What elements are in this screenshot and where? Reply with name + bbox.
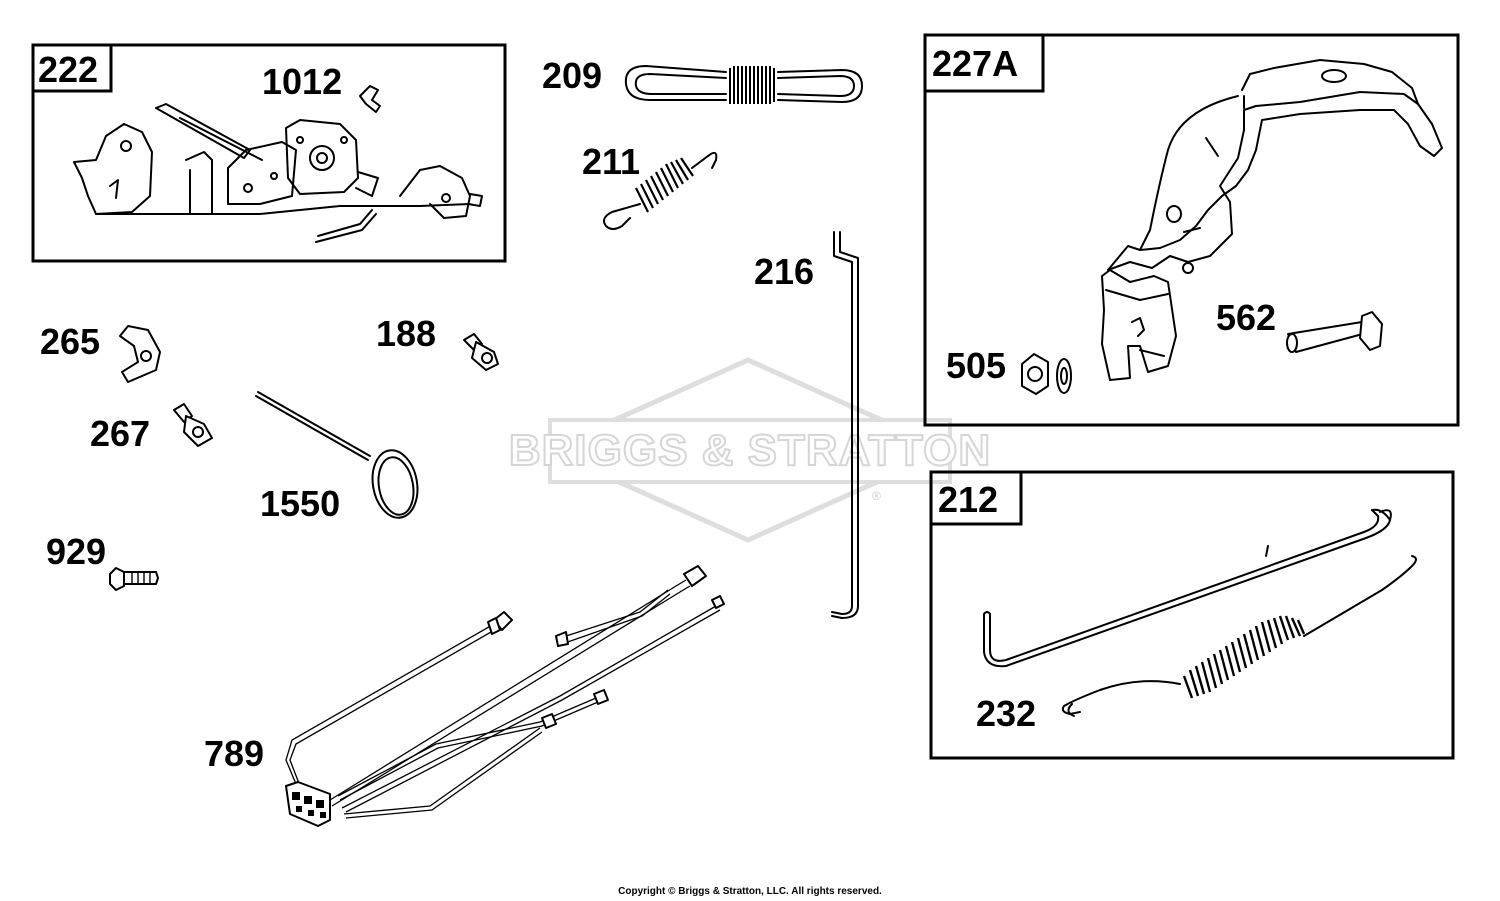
part-562-shoulder-bolt[interactable] xyxy=(1286,311,1383,353)
part-1550-wire-spring[interactable] xyxy=(255,391,423,521)
copyright-notice: Copyright © Briggs & Stratton, LLC. All … xyxy=(618,886,882,897)
box-part-212 xyxy=(929,470,1455,760)
watermark-registered-mark: ® xyxy=(872,489,881,503)
part-227a-control-bracket[interactable] xyxy=(1101,59,1443,381)
callout-267: 267 xyxy=(90,413,150,454)
box-part-227a xyxy=(923,33,1460,427)
watermark-text: BRIGGS & STRATTON xyxy=(509,426,991,475)
callout-929: 929 xyxy=(46,531,106,572)
part-188-screw[interactable] xyxy=(463,333,499,371)
brand-watermark: BRIGGS & STRATTON ® xyxy=(508,357,991,543)
part-505-nut-and-washer[interactable] xyxy=(1021,353,1072,395)
part-212-throttle-link[interactable] xyxy=(983,508,1392,668)
part-789-wiring-harness[interactable] xyxy=(285,565,725,827)
callout-209: 209 xyxy=(542,55,602,96)
box-part-222 xyxy=(31,43,507,263)
part-1012-clip[interactable] xyxy=(359,85,381,113)
callout-188: 188 xyxy=(376,313,436,354)
callout-227a: 227A xyxy=(932,43,1018,84)
callout-1550: 1550 xyxy=(260,483,340,524)
box-part-222-tag xyxy=(31,43,113,93)
part-232-spring[interactable] xyxy=(1061,555,1417,717)
callout-211: 211 xyxy=(582,141,640,182)
callout-265: 265 xyxy=(40,321,100,362)
part-267-screw[interactable] xyxy=(173,403,213,447)
callout-222: 222 xyxy=(38,49,98,90)
part-209-extension-spring[interactable] xyxy=(624,65,863,104)
callout-1012: 1012 xyxy=(262,61,342,102)
part-929-bolt[interactable] xyxy=(109,567,159,591)
part-211-extension-spring[interactable] xyxy=(603,151,718,230)
callout-212: 212 xyxy=(938,479,998,520)
box-part-212-tag xyxy=(929,470,1023,526)
callout-505: 505 xyxy=(946,345,1006,386)
callout-216: 216 xyxy=(754,251,814,292)
part-216-governor-rod[interactable] xyxy=(831,231,859,619)
callout-562: 562 xyxy=(1216,297,1276,338)
part-222-throttle-control-assembly[interactable] xyxy=(73,103,483,243)
callout-232: 232 xyxy=(976,693,1036,734)
part-265-bracket-clip[interactable] xyxy=(119,325,161,383)
callout-789: 789 xyxy=(204,733,264,774)
box-part-227a-tag xyxy=(923,33,1045,93)
